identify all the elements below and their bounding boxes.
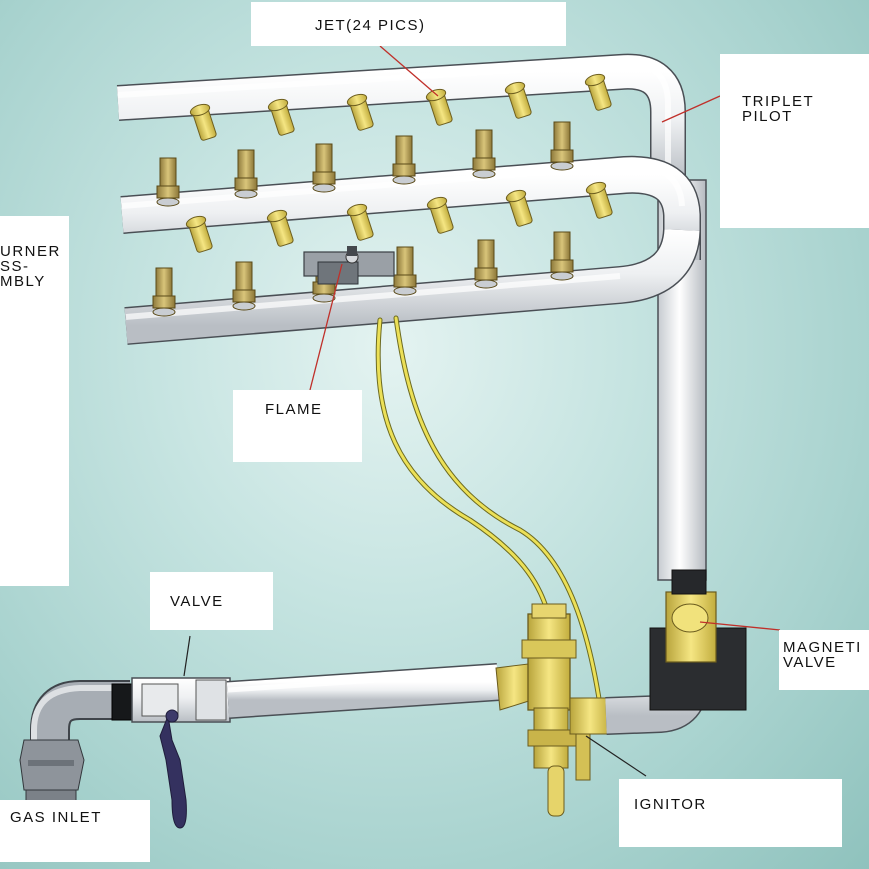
label-burner-assembly: URNER SS- MBLY [0,216,69,586]
label-burner-assembly-line1: URNER [0,243,61,260]
label-burner-assembly-line3: MBLY [0,273,46,290]
label-triplet-pilot-line1: TRIPLET [742,93,815,110]
label-gas-inlet: GAS INLET [0,800,150,862]
label-magnetic-valve: MAGNETI VALVE [779,630,869,690]
brass-nut [495,663,533,711]
label-triplet-pilot-line2: PILOT [742,108,793,125]
label-burner-assembly-line2: SS- [0,258,30,275]
label-valve: VALVE [150,572,273,630]
label-triplet-pilot: TRIPLET PILOT [720,54,869,228]
triplet-pilot-assembly [303,246,395,285]
jets-row-2 [156,121,574,207]
label-ignitor-text: IGNITOR [634,796,707,813]
jets-row-1 [189,73,612,141]
manifold-pipe-bottom [124,228,701,345]
label-ignitor: IGNITOR [619,779,842,847]
label-magnetic-valve-line1: MAGNETI [783,639,862,656]
label-magnetic-valve-line2: VALVE [783,654,837,671]
manifold-pipe-middle [120,155,701,260]
manifold-pipe-top [116,53,686,180]
pipe-coupling [111,683,135,721]
label-gas-inlet-text: GAS INLET [10,809,102,826]
jets-row-4 [152,231,574,317]
magnetic-valve [649,569,747,711]
gas-control-valve [521,603,611,817]
label-flame-text: FLAME [265,401,323,418]
jets-row-3 [185,181,613,253]
main-gas-pipe [226,663,500,719]
leader-lines-dark [183,635,647,777]
label-jet: JET(24 PICS) [251,2,566,46]
label-valve-text: VALVE [170,593,224,610]
leader-lines [309,45,781,631]
label-flame: FLAME [233,390,362,462]
ball-valve [131,677,231,829]
gas-inlet-elbow [19,680,130,811]
label-jet-text: JET(24 PICS) [315,17,426,34]
pilot-wires [375,315,603,708]
